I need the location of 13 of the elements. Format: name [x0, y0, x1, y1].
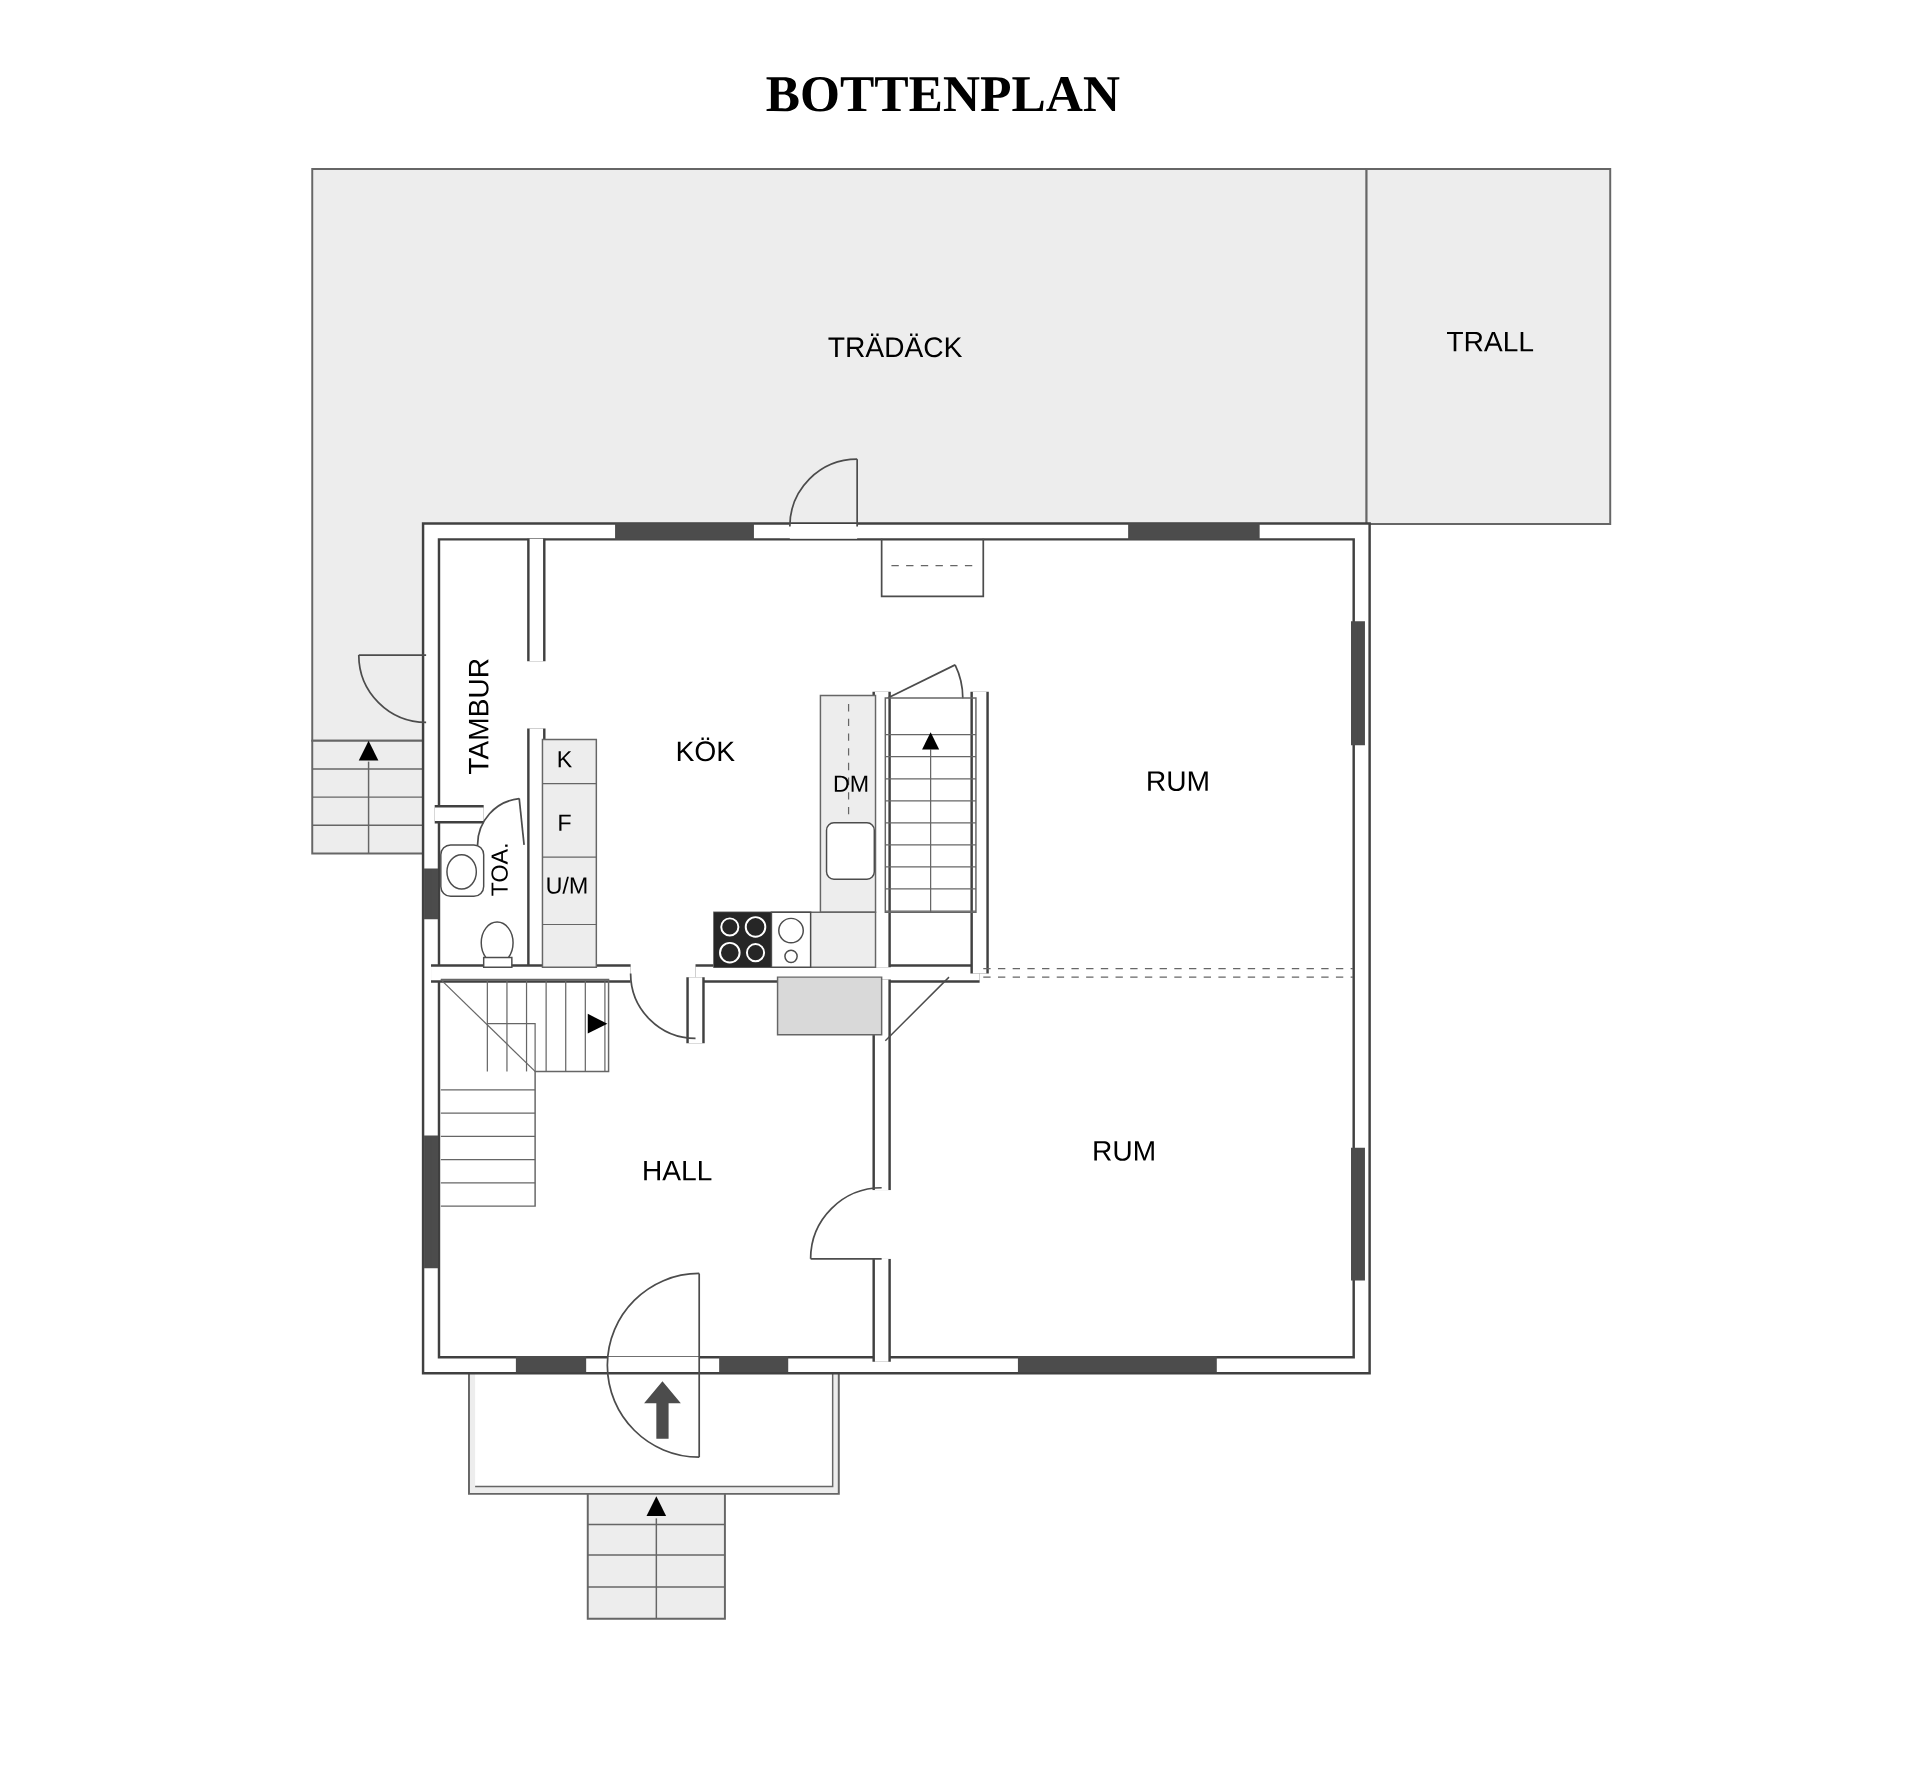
fixture-label: K: [558, 751, 572, 768]
room-label: KÖK: [677, 737, 735, 762]
fixture-label: U/M: [547, 877, 587, 895]
fixture-label: F: [559, 815, 571, 832]
fixture-label: DM: [834, 775, 868, 792]
room-label: TRALL: [1447, 332, 1534, 352]
room-label: RUM: [1148, 771, 1208, 792]
room-label: TAMBUR: [469, 659, 489, 775]
room-label: HALL: [644, 1161, 712, 1181]
title: BOTTENPLAN: [766, 77, 1120, 112]
room-label: TRÄDÄCK: [828, 333, 963, 358]
fixture-label: TOA.: [491, 844, 508, 896]
room-label: RUM: [1094, 1141, 1154, 1162]
